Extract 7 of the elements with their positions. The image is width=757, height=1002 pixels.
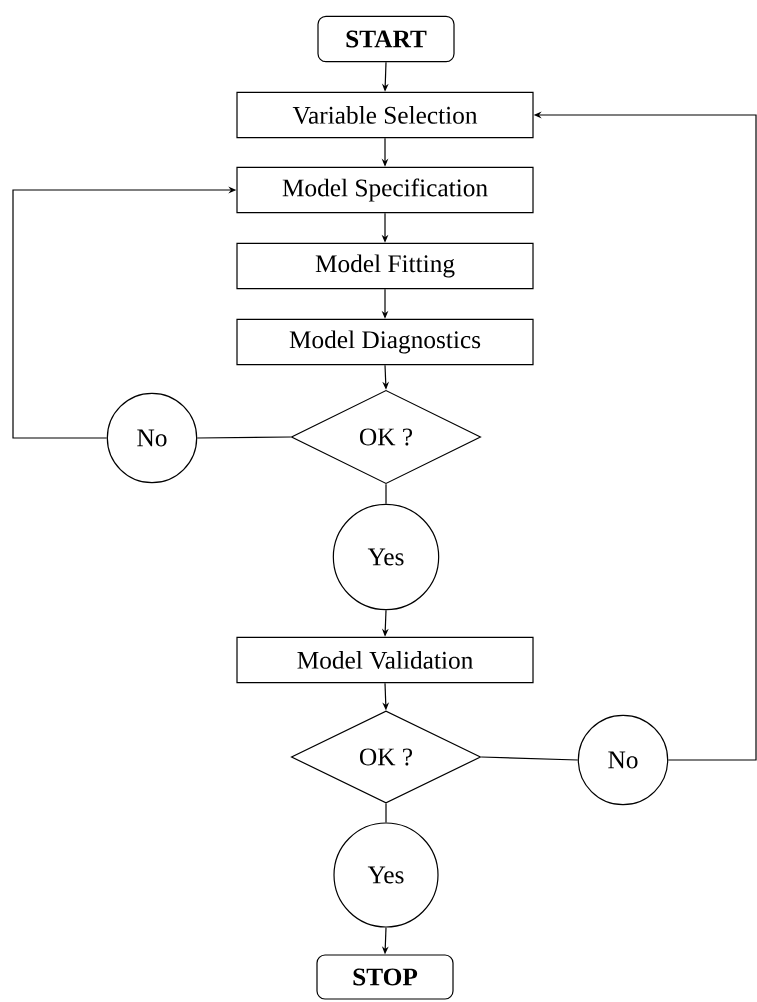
process-box: Model Fitting [236,242,534,290]
start-terminal: START [317,15,455,63]
process-box: Model Validation [236,636,534,684]
process-box: Variable Selection [236,91,534,139]
stop-terminal: STOP [316,954,454,1000]
process-box: Model Diagnostics [236,318,534,366]
process-box: Model Specification [236,166,534,214]
